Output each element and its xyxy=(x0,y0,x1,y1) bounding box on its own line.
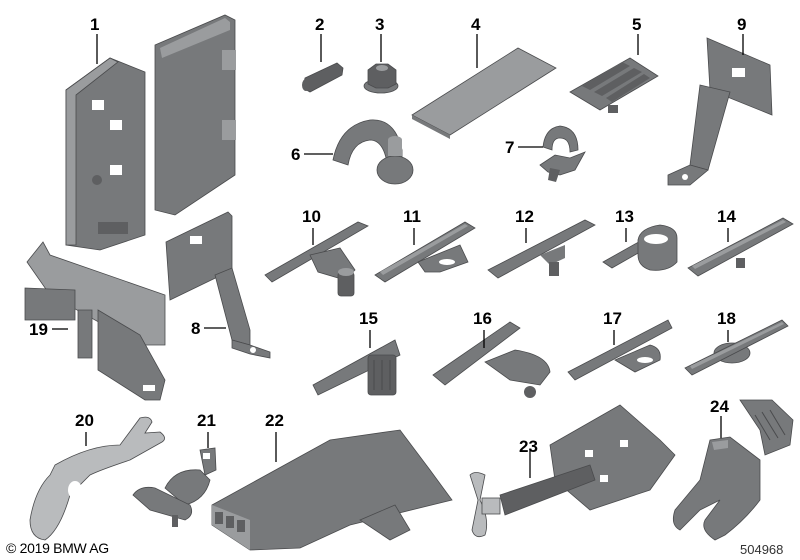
part-7[interactable] xyxy=(539,125,586,182)
callout-7: 7 xyxy=(505,138,514,157)
callout-14: 14 xyxy=(717,207,736,226)
callout-23: 23 xyxy=(519,437,538,456)
part-13[interactable] xyxy=(602,224,678,271)
callout-6: 6 xyxy=(291,145,300,164)
part-3[interactable] xyxy=(363,63,399,94)
part-23[interactable] xyxy=(469,404,676,538)
callout-21: 21 xyxy=(197,411,216,430)
part-16[interactable] xyxy=(432,321,551,398)
callout-22: 22 xyxy=(265,411,284,430)
part-20[interactable] xyxy=(29,416,165,541)
part-11[interactable] xyxy=(374,221,476,283)
callout-11: 11 xyxy=(403,207,421,226)
callout-1: 1 xyxy=(90,15,99,34)
part-21[interactable] xyxy=(132,447,217,527)
part-8[interactable] xyxy=(165,211,271,359)
callout-20: 20 xyxy=(75,411,94,430)
callout-18: 18 xyxy=(717,309,736,328)
callout-17: 17 xyxy=(603,309,622,328)
part-22[interactable] xyxy=(211,429,453,551)
callout-5: 5 xyxy=(632,15,641,34)
part-4[interactable] xyxy=(411,47,557,139)
callout-16: 16 xyxy=(473,309,492,328)
callout-2: 2 xyxy=(315,15,324,34)
callout-24: 24 xyxy=(710,397,729,416)
callout-13: 13 xyxy=(615,207,634,226)
part-18[interactable] xyxy=(684,319,789,376)
part-2[interactable] xyxy=(302,62,344,93)
part-12[interactable] xyxy=(487,219,596,279)
callout-10: 10 xyxy=(302,207,321,226)
part-6[interactable] xyxy=(332,119,414,185)
callout-15: 15 xyxy=(359,309,378,328)
part-24[interactable] xyxy=(672,399,794,541)
diagram-id: 504968 xyxy=(740,542,784,557)
callout-4: 4 xyxy=(471,15,481,34)
callout-19: 19 xyxy=(29,320,48,339)
callout-3: 3 xyxy=(375,15,384,34)
copyright-notice: © 2019 BMW AG xyxy=(6,540,109,556)
part-5[interactable] xyxy=(569,57,659,113)
part-10[interactable] xyxy=(264,221,369,297)
callout-12: 12 xyxy=(515,207,534,226)
part-9[interactable] xyxy=(667,37,773,186)
callout-9: 9 xyxy=(737,15,746,34)
part-17[interactable] xyxy=(567,319,673,381)
part-14[interactable] xyxy=(687,217,794,277)
part-15[interactable] xyxy=(312,339,401,396)
part-19[interactable] xyxy=(24,241,166,401)
callout-8: 8 xyxy=(191,319,200,338)
part-1[interactable] xyxy=(65,14,236,251)
